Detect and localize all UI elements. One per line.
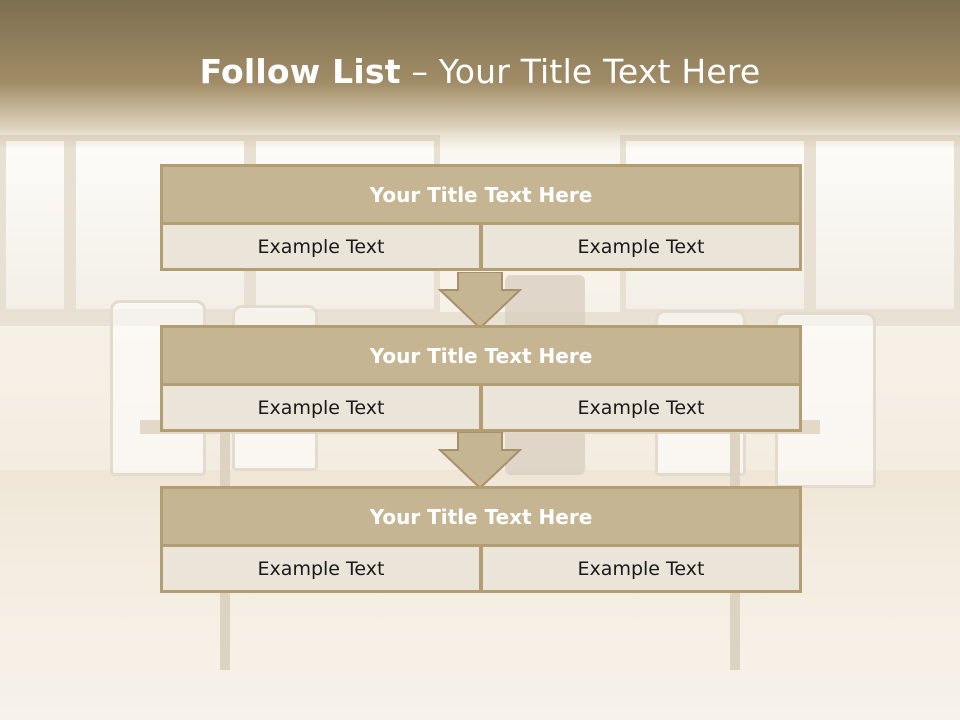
step-title-3: Your Title Text Here [163,489,799,544]
title-light: – Your Title Text Here [411,52,761,91]
step-title-2: Your Title Text Here [163,328,799,383]
step-1-left-text: Example Text [163,225,479,268]
step-block-3: Your Title Text Here Example Text Exampl… [160,486,802,593]
step-2-right-text: Example Text [483,386,799,429]
step-2-left-text: Example Text [163,386,479,429]
down-arrow-icon [438,272,522,330]
step-title-1: Your Title Text Here [163,167,799,222]
down-arrow-icon [438,432,522,490]
step-3-left-text: Example Text [163,547,479,590]
step-3-right-text: Example Text [483,547,799,590]
step-block-1: Your Title Text Here Example Text Exampl… [160,164,802,271]
header-band [0,0,960,150]
step-block-2: Your Title Text Here Example Text Exampl… [160,325,802,432]
step-1-right-text: Example Text [483,225,799,268]
slide-title: Follow List – Your Title Text Here [0,52,960,102]
title-bold: Follow List [199,52,401,91]
